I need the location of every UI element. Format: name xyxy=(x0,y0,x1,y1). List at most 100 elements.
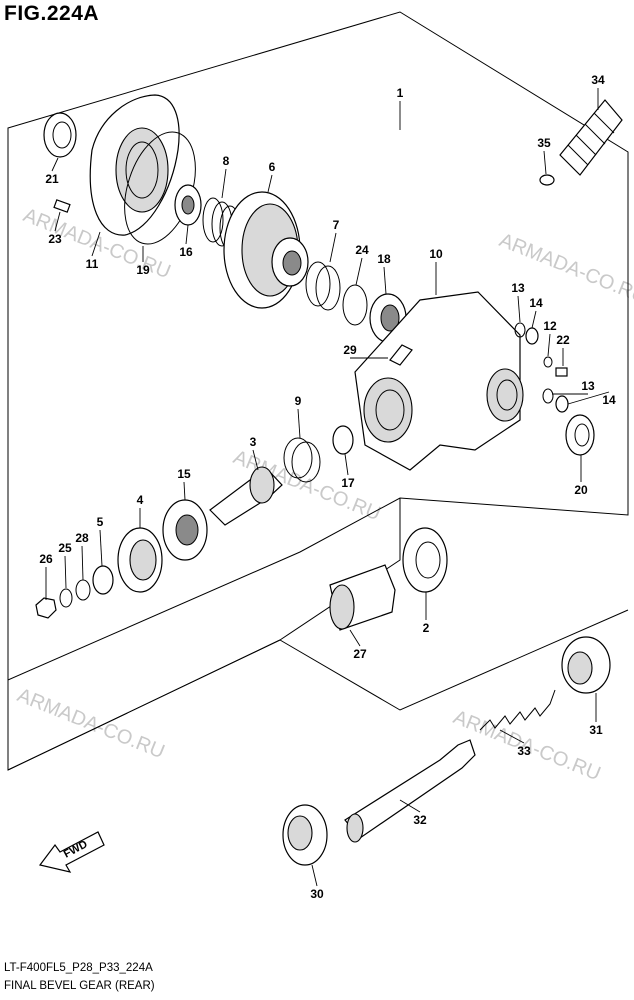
oil-seal-2 xyxy=(402,527,448,593)
watermark: ARMADA-CO.RU xyxy=(14,684,168,763)
gasket-13a xyxy=(514,322,526,338)
leader-line-27 xyxy=(349,629,361,647)
shim-8a xyxy=(202,197,224,243)
boot-30-face xyxy=(287,815,313,851)
gear-case-10-front-bore-inner xyxy=(375,389,405,431)
coupling-group xyxy=(329,527,448,631)
callout-28: 28 xyxy=(75,531,89,545)
callout-4: 4 xyxy=(137,493,144,507)
callout-14: 14 xyxy=(602,393,616,407)
bearing-16-inner xyxy=(181,195,195,215)
bearing-18-inner xyxy=(380,304,400,332)
gasket-13b xyxy=(542,388,554,404)
nut-26 xyxy=(35,597,57,619)
leader-line-23 xyxy=(54,211,61,232)
oil-seal-20 xyxy=(565,414,595,456)
callout-3: 3 xyxy=(250,435,257,449)
gear-case-10 xyxy=(354,291,524,471)
callout-21: 21 xyxy=(45,172,59,186)
leader-line-13 xyxy=(517,295,521,323)
callout-31: 31 xyxy=(589,723,603,737)
leader-lines xyxy=(45,88,610,887)
leader-line-35 xyxy=(543,150,547,175)
callout-35: 35 xyxy=(537,136,551,150)
callout-1: 1 xyxy=(397,86,404,100)
callout-2: 2 xyxy=(423,621,430,635)
needle-bearing-17 xyxy=(332,425,354,455)
callout-24: 24 xyxy=(355,243,369,257)
leader-line-28 xyxy=(81,545,84,581)
callout-14: 14 xyxy=(529,296,543,310)
boot-34 xyxy=(559,99,623,176)
leader-line-12 xyxy=(547,333,551,357)
leader-line-18 xyxy=(383,266,387,295)
gear-case-10-side-bore-inner xyxy=(496,379,518,411)
leader-line-11 xyxy=(91,231,101,257)
leader-line-25 xyxy=(64,555,67,589)
callout-15: 15 xyxy=(177,467,191,481)
plug-14b xyxy=(555,395,569,413)
shim-9b xyxy=(291,441,321,483)
boot-34-ribs xyxy=(567,112,615,166)
callout-34: 34 xyxy=(591,73,605,87)
propeller-shaft-32-spline xyxy=(346,813,364,843)
watermark: ARMADA-CO.RU xyxy=(496,229,634,308)
callout-20: 20 xyxy=(574,483,588,497)
fwd-arrow-shape xyxy=(38,831,105,873)
leader-line-30 xyxy=(311,864,318,887)
leader-line-14 xyxy=(531,310,537,329)
callout-33: 33 xyxy=(517,744,531,758)
rear-cover-11-inner xyxy=(125,141,159,199)
callout-6: 6 xyxy=(269,160,276,174)
spacer-5 xyxy=(92,565,114,595)
diagram-caption: FINAL BEVEL GEAR (REAR) xyxy=(4,980,155,992)
leader-line-6 xyxy=(267,174,273,193)
spacer-24 xyxy=(342,284,368,326)
callout-numbers: 1234567891011121313141415161718192021222… xyxy=(39,73,616,901)
oil-seal-2-inner xyxy=(415,541,441,579)
callout-17: 17 xyxy=(341,476,355,490)
washer-28 xyxy=(75,579,91,601)
gear-case-10-side-bore xyxy=(486,368,524,422)
drive-pinion-3-gear xyxy=(249,466,275,504)
callout-19: 19 xyxy=(136,263,150,277)
figure-title: FIG.224A xyxy=(4,2,100,25)
callout-9: 9 xyxy=(295,394,302,408)
shim-7a xyxy=(305,261,331,307)
callout-13: 13 xyxy=(581,379,595,393)
oil-seal-21-inner xyxy=(52,121,72,149)
callout-29: 29 xyxy=(343,343,357,357)
callout-11: 11 xyxy=(86,257,99,271)
damper-31-face xyxy=(567,651,593,685)
callout-8: 8 xyxy=(223,154,230,168)
spring-33 xyxy=(479,689,556,731)
leader-line-8 xyxy=(221,168,227,199)
bolt-23 xyxy=(53,199,71,213)
plug-14a xyxy=(525,327,539,345)
callout-10: 10 xyxy=(429,247,443,261)
callout-23: 23 xyxy=(48,232,62,246)
washer-12 xyxy=(543,356,553,368)
leader-line-15 xyxy=(183,481,186,501)
callout-16: 16 xyxy=(179,245,193,259)
boot-group xyxy=(539,99,623,186)
gear-case-10-front-bore xyxy=(363,377,413,443)
pinion-group xyxy=(35,425,354,619)
washer-25 xyxy=(59,588,73,608)
ring-gear-6 xyxy=(223,191,309,309)
bearing-15-inner xyxy=(175,514,199,546)
leader-line-7 xyxy=(329,232,337,263)
breather-29 xyxy=(389,344,413,366)
shaft-group-frame xyxy=(279,609,629,711)
coupling-27-end xyxy=(329,584,355,630)
leader-line-33 xyxy=(499,729,525,744)
oil-seal-21 xyxy=(43,112,77,158)
leader-line-14 xyxy=(567,391,610,405)
bolt-22 xyxy=(555,367,568,377)
callout-18: 18 xyxy=(377,252,391,266)
fwd-direction-arrow: FWD xyxy=(38,831,105,873)
leader-line-24 xyxy=(355,257,363,286)
frame-divider xyxy=(7,639,281,771)
oil-seal-20-inner xyxy=(574,423,590,447)
callout-5: 5 xyxy=(97,515,104,529)
